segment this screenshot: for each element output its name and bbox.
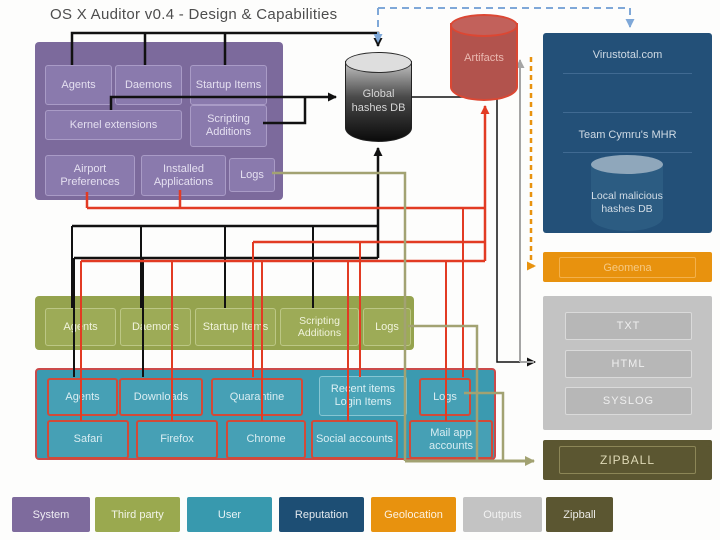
user-mail-app-accounts-node: Mail app accounts xyxy=(409,420,493,459)
user-firefox-node: Firefox xyxy=(136,420,218,459)
local-malicious-hashes-db-label: Local malicious hashes DB xyxy=(591,189,663,215)
system-kernel-extensions-node: Kernel extensions xyxy=(45,110,182,140)
zipball-node: ZIPBALL xyxy=(559,446,696,474)
system-installed-applications-node: Installed Applications xyxy=(141,155,226,196)
system-daemons-node: Daemons xyxy=(115,65,182,105)
third-startup-items-node: Startup Items xyxy=(195,308,276,346)
user-downloads-node: Downloads xyxy=(119,378,203,416)
third-scripting-additions-node: Scripting Additions xyxy=(280,308,359,346)
team-cymru-label: Team Cymru's MHR xyxy=(578,129,677,141)
system-airport-preferences-node: Airport Preferences xyxy=(45,155,135,196)
system-startup-items-node: Startup Items xyxy=(190,65,267,105)
globaldb-to-outputs-connector xyxy=(412,96,536,367)
output-flow-connectors xyxy=(515,59,534,363)
outputs-box: TXT HTML SYSLOG xyxy=(543,296,712,430)
legend-zipball: Zipball xyxy=(546,497,613,532)
user-social-accounts-node: Social accounts xyxy=(311,420,398,459)
output-html-node: HTML xyxy=(565,350,692,378)
global-hashes-db-cylinder: Global hashes DB xyxy=(345,52,412,142)
divider xyxy=(563,152,692,153)
legend-system: System xyxy=(12,497,90,532)
user-group: Agents Downloads Quarantine Recent items… xyxy=(35,368,496,460)
output-syslog-node: SYSLOG xyxy=(565,387,692,415)
global-hashes-db-label: Global hashes DB xyxy=(351,88,406,114)
geolocation-dashed-connector xyxy=(527,57,536,271)
artifacts-db-cylinder: Artifacts xyxy=(450,14,518,101)
user-logs-node: Logs xyxy=(419,378,471,416)
user-quarantine-node: Quarantine xyxy=(211,378,303,416)
cylinder-top xyxy=(450,14,518,37)
legend-reputation: Reputation xyxy=(279,497,364,532)
page-title: OS X Auditor v0.4 - Design & Capabilitie… xyxy=(50,6,338,23)
legend-geolocation: Geolocation xyxy=(371,497,456,532)
user-recent-items-node: Recent items Login Items xyxy=(319,376,407,416)
legend-outputs: Outputs xyxy=(463,497,542,532)
legend-user: User xyxy=(187,497,272,532)
third-agents-node: Agents xyxy=(45,308,116,346)
cylinder-body xyxy=(345,61,412,142)
cylinder-top xyxy=(591,155,663,174)
system-agents-node: Agents xyxy=(45,65,112,105)
third-party-group: Agents Daemons Startup Items Scripting A… xyxy=(35,296,414,350)
divider xyxy=(563,73,692,74)
user-safari-node: Safari xyxy=(47,420,129,459)
third-logs-node: Logs xyxy=(363,308,411,346)
output-txt-node: TXT xyxy=(565,312,692,340)
geomena-node: Geomena xyxy=(559,257,696,278)
third-daemons-node: Daemons xyxy=(120,308,191,346)
cylinder-body xyxy=(591,164,663,231)
system-logs-node: Logs xyxy=(229,158,275,192)
zipball-box: ZIPBALL xyxy=(543,440,712,480)
system-group: Agents Daemons Startup Items Kernel exte… xyxy=(35,42,283,200)
local-malicious-hashes-db-cylinder: Local malicious hashes DB xyxy=(591,155,663,231)
divider xyxy=(563,112,692,113)
system-scripting-additions-node: Scripting Additions xyxy=(190,105,267,147)
virustotal-label: Virustotal.com xyxy=(592,49,663,61)
user-chrome-node: Chrome xyxy=(226,420,306,459)
artifacts-db-label: Artifacts xyxy=(464,51,504,64)
user-agents-node: Agents xyxy=(47,378,118,416)
legend-third-party: Third party xyxy=(95,497,180,532)
geolocation-box: Geomena xyxy=(543,252,712,282)
